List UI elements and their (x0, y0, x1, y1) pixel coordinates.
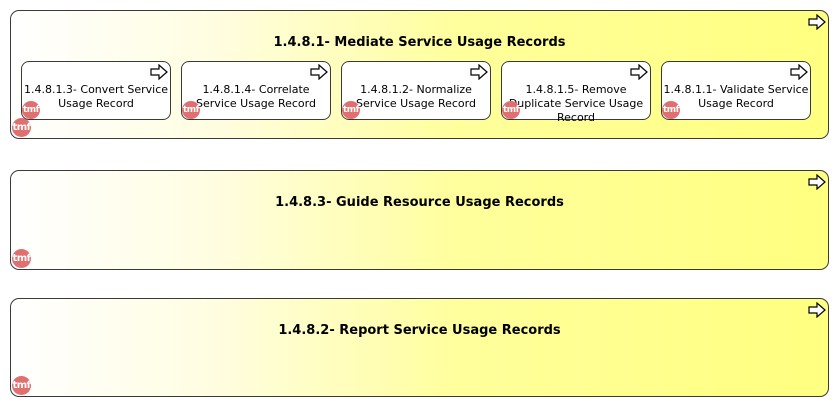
process-arrow-icon (790, 64, 808, 80)
tmf-logo-icon: tmf (342, 101, 360, 119)
group-mediate-service-usage-records[interactable]: 1.4.8.1- Mediate Service Usage Records t… (10, 10, 829, 139)
process-label: 1.4.8.1.2- Normalize Service Usage Recor… (356, 83, 476, 110)
group-report-service-usage-records[interactable]: 1.4.8.2- Report Service Usage Records tm… (10, 298, 829, 397)
process-box-correlate[interactable]: 1.4.8.1.4- Correlate Service Usage Recor… (181, 61, 331, 120)
tmf-logo-icon: tmf (502, 101, 520, 119)
process-arrow-icon (630, 64, 648, 80)
process-arrow-icon (310, 64, 328, 80)
process-box-normalize[interactable]: 1.4.8.1.2- Normalize Service Usage Recor… (341, 61, 491, 120)
process-arrow-icon (150, 64, 168, 80)
process-arrow-icon (808, 174, 826, 190)
process-box-remove-duplicate[interactable]: 1.4.8.1.5- Remove Duplicate Service Usag… (501, 61, 651, 124)
process-arrow-icon (808, 14, 826, 30)
tmf-logo-icon: tmf (182, 101, 200, 119)
tmf-logo-icon: tmf (12, 376, 31, 395)
group-title: 1.4.8.1- Mediate Service Usage Records (273, 35, 566, 50)
group-guide-resource-usage-records[interactable]: 1.4.8.3- Guide Resource Usage Records tm… (10, 170, 829, 270)
tmf-logo-icon: tmf (12, 118, 31, 137)
tmf-logo-icon: tmf (22, 101, 40, 119)
tmf-logo-icon: tmf (662, 101, 680, 119)
group-title: 1.4.8.2- Report Service Usage Records (278, 323, 561, 338)
process-box-validate[interactable]: 1.4.8.1.1- Validate Service Usage Record… (661, 61, 811, 120)
group-title: 1.4.8.3- Guide Resource Usage Records (275, 195, 564, 210)
process-label: 1.4.8.1.5- Remove Duplicate Service Usag… (508, 83, 644, 124)
process-label: 1.4.8.1.3- Convert Service Usage Record (23, 83, 169, 110)
process-label: 1.4.8.1.1- Validate Service Usage Record (663, 83, 809, 110)
process-label: 1.4.8.1.4- Correlate Service Usage Recor… (196, 83, 316, 110)
process-box-convert[interactable]: 1.4.8.1.3- Convert Service Usage Record … (21, 61, 171, 120)
process-arrow-icon (808, 302, 826, 318)
tmf-logo-icon: tmf (12, 249, 31, 268)
process-arrow-icon (470, 64, 488, 80)
